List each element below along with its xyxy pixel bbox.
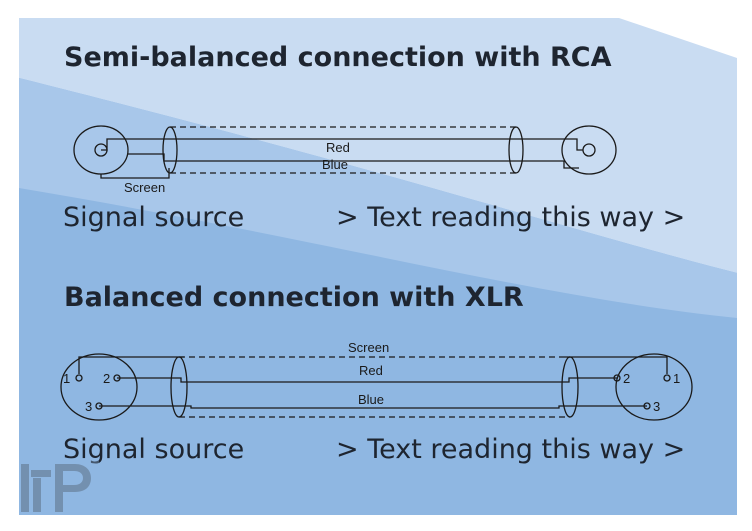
rca-red-label: Red bbox=[326, 140, 350, 155]
xlr-screen-label: Screen bbox=[348, 340, 389, 355]
xlr-left-pin3-label: 3 bbox=[85, 399, 92, 414]
xlr-left-pin3 bbox=[95, 402, 103, 410]
rca-blue-wire bbox=[128, 153, 579, 169]
xlr-right-pin3-label: 3 bbox=[653, 399, 660, 414]
diagram-panel: Semi-balanced connection with RCA Red Bl… bbox=[19, 18, 737, 515]
xlr-caption-right: > Text reading this way > bbox=[336, 434, 686, 465]
xlr-red-wire bbox=[117, 377, 617, 383]
xlr-right-pin2-label: 2 bbox=[623, 371, 630, 386]
background-shapes bbox=[19, 18, 737, 515]
xlr-left-pin2-label: 2 bbox=[103, 371, 110, 386]
logo-icon bbox=[19, 458, 99, 515]
xlr-red-label: Red bbox=[359, 363, 383, 378]
xlr-right-pin1-label: 1 bbox=[673, 371, 680, 386]
xlr-left-pin2 bbox=[113, 374, 121, 382]
rca-diagram: Red Blue Screen bbox=[73, 125, 617, 195]
xlr-right-pin3 bbox=[643, 402, 651, 410]
rca-screen-label: Screen bbox=[124, 180, 165, 195]
xlr-caption-left: Signal source bbox=[63, 434, 245, 465]
rca-screen-wire bbox=[100, 168, 170, 179]
xlr-right-shield bbox=[561, 356, 579, 418]
xlr-right-pin1 bbox=[663, 374, 671, 382]
rca-red-wire bbox=[101, 138, 583, 151]
rca-right-plug bbox=[561, 125, 617, 175]
rca-blue-label: Blue bbox=[322, 157, 348, 172]
xlr-left-pin1-label: 1 bbox=[63, 371, 70, 386]
rca-section-title: Semi-balanced connection with RCA bbox=[64, 42, 612, 73]
xlr-screen-wire-right bbox=[565, 356, 668, 374]
xlr-screen-wire-left bbox=[78, 356, 184, 374]
xlr-right-pin2 bbox=[613, 374, 621, 382]
xlr-blue-wire bbox=[99, 405, 647, 409]
xlr-left-connector bbox=[60, 353, 138, 421]
xlr-left-shield bbox=[170, 356, 188, 418]
xlr-blue-label: Blue bbox=[358, 392, 384, 407]
rca-caption-right: > Text reading this way > bbox=[336, 202, 686, 233]
xlr-section-title: Balanced connection with XLR bbox=[64, 282, 524, 313]
rca-caption-left: Signal source bbox=[63, 202, 245, 233]
xlr-diagram: Screen Red Blue 1 2 3 2 1 3 bbox=[60, 340, 693, 421]
xlr-left-pin1 bbox=[75, 374, 83, 382]
xlr-right-connector bbox=[615, 353, 693, 421]
